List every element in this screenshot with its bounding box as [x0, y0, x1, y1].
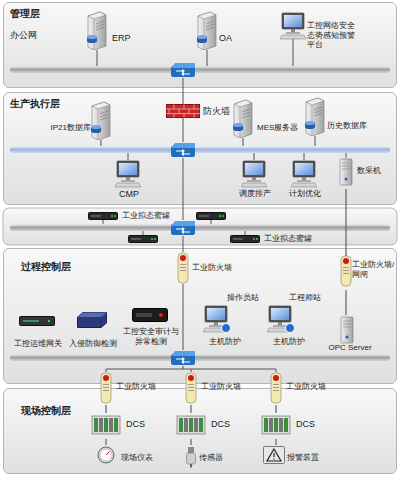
node-label: 传感器: [199, 453, 235, 463]
node-label: 主机防护: [273, 337, 309, 347]
device-node: ERP: [85, 9, 137, 53]
device-node: 工控网络安全态势感知预警平台: [279, 9, 365, 59]
node-label: ERP: [112, 33, 136, 44]
layer-band: 生产执行层防火墙 IP21数据库 MES服务器 历史数据库 CMP 调度排产计划优化 数采机: [3, 92, 397, 205]
device-node: 历史数据库: [303, 95, 373, 141]
node-label: 工业防火墙: [192, 263, 240, 273]
device-node: 操作员站主机防护: [201, 293, 263, 349]
node-label: 工程师站: [289, 293, 323, 303]
layer-band: 过程控制层 工业防火墙 工业防火墙/网闸工控运维网关入侵防御检测工控安全审计与异常检…: [3, 248, 397, 384]
node-label: 防火墙: [203, 106, 237, 117]
node-label: OA: [219, 33, 241, 44]
device-node: 计划优化: [283, 159, 327, 201]
node-label: IP21数据库: [45, 123, 91, 133]
node-label: OPC Server: [325, 343, 375, 353]
node-label: 工控安全审计与异常检测: [121, 327, 181, 346]
node-label: MES服务器: [257, 123, 301, 133]
device-node: 工业拟态蜜罐: [86, 210, 170, 224]
node-label: 工业防火墙: [286, 382, 331, 392]
node-label: 工业防火墙: [201, 382, 246, 392]
honeypot-icon: [197, 213, 226, 220]
layer-band: 现场控制层工业防火墙工业防火墙工业防火墙DCSDCSDCS现场仪表传感器报警装置: [3, 388, 397, 474]
node-label: 数采机: [357, 166, 393, 176]
node-label: 工业防火墙: [116, 382, 161, 392]
node-label: 工控网络安全态势感知预警平台: [307, 21, 357, 50]
node-label: 主机防护: [209, 337, 245, 347]
network-bus: [10, 224, 390, 231]
layer-title: 过程控制层: [21, 261, 81, 273]
node-label: 计划优化: [283, 189, 327, 199]
device-node: 报警装置: [263, 445, 329, 471]
device-node: 工业拟态蜜罐: [228, 233, 314, 247]
device-node: 调度排产: [233, 159, 277, 201]
node-label: 工业拟态蜜罐: [264, 234, 314, 244]
node-label: 历史数据库: [327, 121, 373, 131]
device-node: 工业防火墙: [186, 373, 246, 405]
device-node: 现场仪表: [97, 445, 163, 471]
node-label: 工业拟态蜜罐: [122, 211, 170, 221]
device-node: 工业防火墙: [271, 373, 331, 405]
node-label: 办公网: [10, 30, 60, 41]
node-label: 现场仪表: [121, 453, 163, 463]
device-node: CMP: [109, 159, 149, 201]
device-node: 传感器: [181, 445, 237, 471]
layer-band: [3, 208, 397, 245]
node-label: DCS: [211, 419, 233, 430]
device-node: MES服务器: [231, 97, 301, 141]
node-label: DCS: [296, 419, 318, 430]
honeypot-icon: [129, 236, 158, 243]
node-label: DCS: [126, 419, 148, 430]
layer-title: 现场控制层: [21, 405, 81, 417]
layer-band: 管理层办公网 ERP OA 工控网络安全态势感知预警平台: [3, 2, 397, 88]
device-node: 工业防火墙: [101, 373, 161, 405]
device-node: DCS: [177, 413, 233, 439]
node-label: 调度排产: [233, 189, 277, 199]
device-node: OPC Server: [325, 315, 375, 355]
device-node: 数采机: [337, 157, 393, 189]
device-node: DCS: [92, 413, 148, 439]
device-node: 工程师站主机防护: [265, 293, 323, 349]
node-label: 工控运维网关: [9, 339, 67, 349]
honeypot-icon: [89, 213, 118, 220]
device-node: 防火墙: [165, 103, 237, 121]
device-node: 工业防火墙/网闸: [339, 256, 397, 290]
node-label: CMP: [109, 189, 149, 200]
layer-title: 管理层: [10, 8, 70, 20]
node-label: 入侵防御检测: [67, 339, 119, 349]
switch-icon: [171, 221, 195, 235]
device-node: 工业防火墙: [176, 253, 240, 287]
device-node: 入侵防御检测: [67, 311, 119, 351]
node-label: 工业防火墙/网闸: [352, 260, 396, 279]
device-node: OA: [195, 9, 243, 53]
device-node: 工控安全审计与异常检测: [121, 307, 181, 353]
node-label: 报警装置: [287, 453, 329, 463]
honeypot-icon: [231, 236, 260, 243]
device-node: 工控运维网关: [9, 315, 67, 351]
layer-title: 生产执行层: [10, 98, 80, 110]
node-label: 操作员站: [227, 293, 263, 303]
device-node: DCS: [262, 413, 318, 439]
